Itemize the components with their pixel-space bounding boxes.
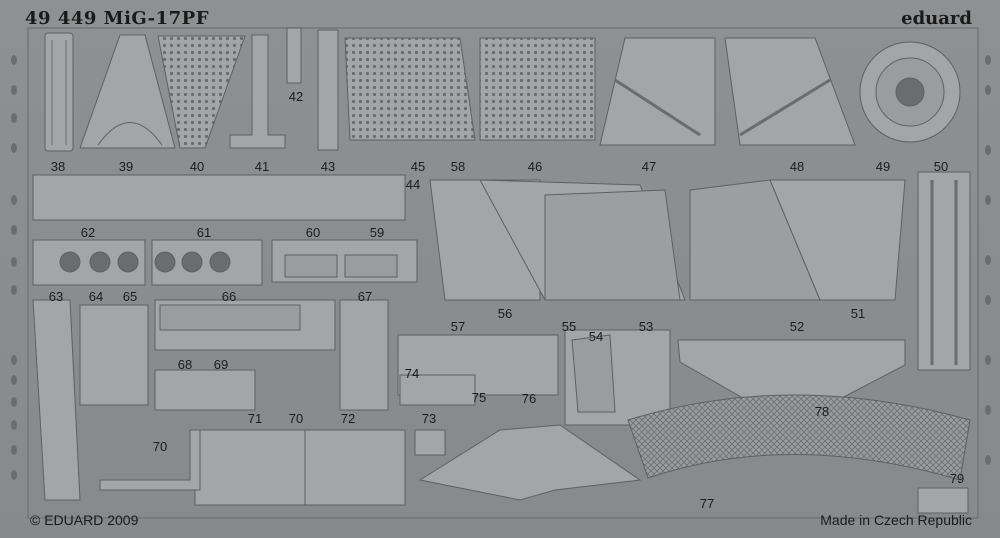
part-label: 70 <box>288 411 304 426</box>
part-43 <box>317 29 339 151</box>
copyright-text: © EDUARD 2009 <box>30 512 139 528</box>
part-41 <box>229 34 286 149</box>
part-63 <box>32 299 81 501</box>
part-label: 73 <box>421 411 437 426</box>
part-72 <box>304 429 406 506</box>
part-label: 53 <box>638 319 654 334</box>
part-74 <box>399 374 476 406</box>
edge-markers <box>11 55 991 480</box>
part-label: 68 <box>177 357 193 372</box>
origin-text: Made in Czech Republic <box>820 512 972 528</box>
part-label: 70 <box>152 439 168 454</box>
fret-frame <box>27 27 979 519</box>
part-label: 49 <box>875 159 891 174</box>
part-label: 38 <box>50 159 66 174</box>
part-42 <box>286 27 302 84</box>
part-51 <box>769 179 906 301</box>
part-46 <box>479 37 596 141</box>
part-50 <box>917 171 971 371</box>
part-label: 56 <box>497 306 513 321</box>
part-77 <box>627 394 971 481</box>
part-label: 43 <box>320 159 336 174</box>
part-label: 79 <box>949 471 965 486</box>
part-52-78 <box>677 339 906 426</box>
part-73 <box>414 429 446 456</box>
part-label: 59 <box>369 225 385 240</box>
part-70 <box>99 429 201 491</box>
part-76 <box>418 424 642 501</box>
part-62 <box>32 239 146 286</box>
part-61 <box>151 239 263 286</box>
part-label: 74 <box>404 366 420 381</box>
part-label: 44 <box>405 177 421 192</box>
part-label: 42 <box>288 89 304 104</box>
part-71 <box>194 429 306 506</box>
part-label: 62 <box>80 225 96 240</box>
part-label: 61 <box>196 225 212 240</box>
part-label: 71 <box>247 411 263 426</box>
part-label: 46 <box>527 159 543 174</box>
product-number: 49 449 <box>25 8 97 29</box>
part-48 <box>724 37 856 146</box>
part-label: 63 <box>48 289 64 304</box>
part-label: 64 <box>88 289 104 304</box>
part-label: 75 <box>471 390 487 405</box>
part-label: 67 <box>357 289 373 304</box>
part-label: 66 <box>221 289 237 304</box>
part-label: 54 <box>588 329 604 344</box>
part-label: 51 <box>850 306 866 321</box>
part-47b <box>544 189 681 301</box>
part-label: 40 <box>189 159 205 174</box>
part-label: 78 <box>814 404 830 419</box>
part-label: 77 <box>699 496 715 511</box>
part-label: 69 <box>213 357 229 372</box>
part-40 <box>157 35 246 149</box>
part-label: 72 <box>340 411 356 426</box>
part-label: 57 <box>450 319 466 334</box>
brand-logo: eduard <box>901 8 972 29</box>
part-label: 76 <box>521 391 537 406</box>
part-label: 60 <box>305 225 321 240</box>
part-39 <box>79 34 176 149</box>
part-44 <box>32 174 406 221</box>
sheet-title: 49 449 MiG-17PF <box>25 8 209 29</box>
part-label: 48 <box>789 159 805 174</box>
model-name: MiG-17PF <box>103 8 209 29</box>
part-label: 58 <box>450 159 466 174</box>
part-label: 55 <box>561 319 577 334</box>
part-label: 45 <box>410 159 426 174</box>
part-label: 65 <box>122 289 138 304</box>
part-67 <box>339 299 389 411</box>
part-54 <box>571 334 616 413</box>
part-label: 50 <box>933 159 949 174</box>
part-47 <box>599 37 716 146</box>
part-label: 47 <box>641 159 657 174</box>
part-label: 39 <box>118 159 134 174</box>
part-68-69 <box>154 369 256 411</box>
part-label: 41 <box>254 159 270 174</box>
part-38 <box>44 32 74 152</box>
part-79 <box>917 487 969 514</box>
part-64-65 <box>79 304 149 406</box>
part-label: 52 <box>789 319 805 334</box>
part-45 <box>344 37 476 141</box>
